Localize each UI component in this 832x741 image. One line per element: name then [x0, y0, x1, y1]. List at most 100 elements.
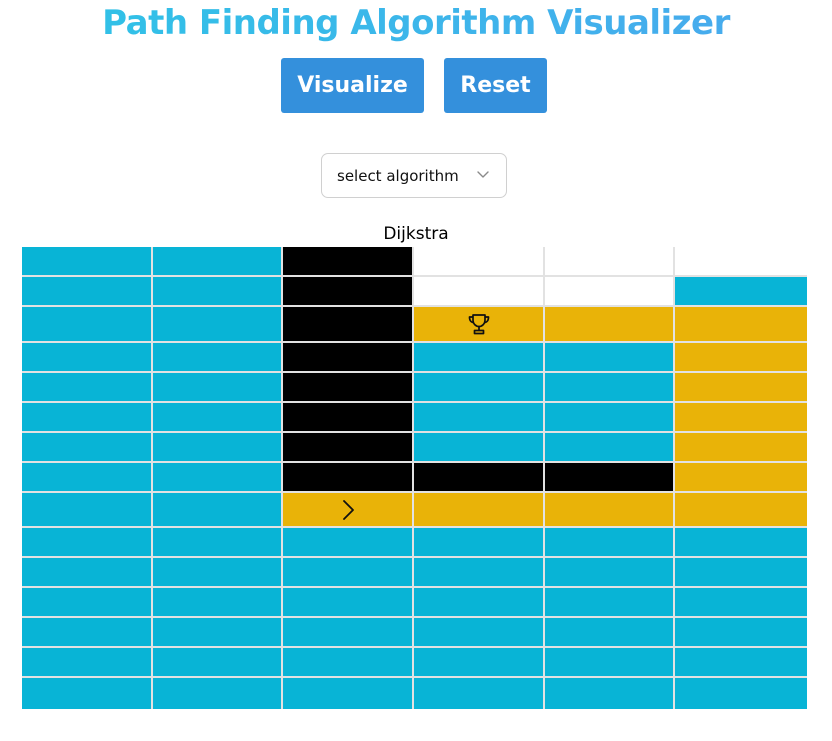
grid-cell-unvisited[interactable]: [22, 307, 151, 341]
grid-cell-empty[interactable]: [414, 247, 543, 275]
grid-cell-unvisited[interactable]: [22, 247, 151, 275]
grid-cell-unvisited[interactable]: [545, 433, 673, 461]
grid-cell-path[interactable]: [675, 433, 807, 461]
grid-cell-unvisited[interactable]: [153, 463, 281, 491]
grid-cell-unvisited[interactable]: [153, 307, 281, 341]
grid-cell-unvisited[interactable]: [22, 588, 151, 616]
grid-cell-path[interactable]: [414, 493, 543, 526]
grid-cell-unvisited[interactable]: [153, 433, 281, 461]
grid-cell-empty[interactable]: [545, 247, 673, 275]
grid-cell-wall[interactable]: [283, 403, 412, 431]
grid-cell-wall[interactable]: [545, 463, 673, 491]
grid-cell-unvisited[interactable]: [414, 403, 543, 431]
grid-cell-wall[interactable]: [283, 277, 412, 305]
grid-cell-unvisited[interactable]: [545, 373, 673, 401]
grid-cell-unvisited[interactable]: [22, 678, 151, 709]
grid-cell-unvisited[interactable]: [675, 558, 807, 586]
page-title: Path Finding Algorithm Visualizer: [0, 2, 832, 44]
grid-cell-unvisited[interactable]: [545, 403, 673, 431]
algorithm-select[interactable]: select algorithm: [321, 153, 507, 198]
grid-cell-unvisited[interactable]: [414, 648, 543, 676]
grid-cell-unvisited[interactable]: [22, 277, 151, 305]
grid-cell-unvisited[interactable]: [153, 678, 281, 709]
algorithm-label: Dijkstra: [383, 224, 449, 244]
grid-cell-unvisited[interactable]: [153, 588, 281, 616]
grid-cell-unvisited[interactable]: [414, 618, 543, 646]
grid-cell-unvisited[interactable]: [153, 528, 281, 556]
grid-cell-unvisited[interactable]: [545, 678, 673, 709]
grid-cell-start-node[interactable]: [283, 493, 412, 526]
grid-cell-unvisited[interactable]: [22, 433, 151, 461]
grid-cell-wall[interactable]: [283, 463, 412, 491]
reset-button[interactable]: Reset: [444, 58, 547, 113]
visualize-button[interactable]: Visualize: [281, 58, 424, 113]
grid-cell-unvisited[interactable]: [414, 678, 543, 709]
trophy-icon: [466, 311, 492, 337]
grid-cell-unvisited[interactable]: [283, 648, 412, 676]
grid-cell-path[interactable]: [675, 493, 807, 526]
grid-cell-unvisited[interactable]: [153, 277, 281, 305]
grid-cell-unvisited[interactable]: [675, 277, 807, 305]
grid-cell-empty[interactable]: [675, 247, 807, 275]
grid-cell-unvisited[interactable]: [414, 588, 543, 616]
grid-cell-wall[interactable]: [283, 343, 412, 371]
grid-cell-unvisited[interactable]: [22, 528, 151, 556]
grid-cell-unvisited[interactable]: [545, 618, 673, 646]
grid-cell-path[interactable]: [675, 373, 807, 401]
grid-cell-unvisited[interactable]: [283, 618, 412, 646]
grid-cell-unvisited[interactable]: [675, 648, 807, 676]
grid-cell-path[interactable]: [675, 463, 807, 491]
grid-cell-unvisited[interactable]: [675, 528, 807, 556]
grid-cell-unvisited[interactable]: [22, 558, 151, 586]
grid-cell-unvisited[interactable]: [153, 558, 281, 586]
grid-cell-wall[interactable]: [283, 247, 412, 275]
grid-cell-unvisited[interactable]: [22, 373, 151, 401]
grid-cell-unvisited[interactable]: [414, 528, 543, 556]
grid-cell-unvisited[interactable]: [283, 558, 412, 586]
grid-cell-unvisited[interactable]: [22, 618, 151, 646]
grid-cell-unvisited[interactable]: [675, 618, 807, 646]
grid-cell-unvisited[interactable]: [22, 493, 151, 526]
chevron-right-icon: [335, 497, 361, 523]
grid-cell-unvisited[interactable]: [545, 558, 673, 586]
grid-cell-unvisited[interactable]: [153, 648, 281, 676]
grid-cell-path[interactable]: [545, 307, 673, 341]
grid-cell-unvisited[interactable]: [545, 343, 673, 371]
grid-cell-unvisited[interactable]: [153, 493, 281, 526]
grid-cell-unvisited[interactable]: [22, 403, 151, 431]
grid-cell-unvisited[interactable]: [153, 618, 281, 646]
grid-cell-unvisited[interactable]: [283, 528, 412, 556]
grid-cell-wall[interactable]: [283, 433, 412, 461]
grid-cell-empty[interactable]: [545, 277, 673, 305]
grid-cell-wall[interactable]: [283, 373, 412, 401]
grid-cell-unvisited[interactable]: [675, 678, 807, 709]
grid-cell-unvisited[interactable]: [545, 648, 673, 676]
grid-cell-unvisited[interactable]: [22, 648, 151, 676]
grid-cell-unvisited[interactable]: [153, 403, 281, 431]
grid-cell-unvisited[interactable]: [545, 528, 673, 556]
grid-cell-path[interactable]: [545, 493, 673, 526]
algorithm-select-value: select algorithm: [337, 167, 459, 185]
grid-cell-empty[interactable]: [414, 277, 543, 305]
grid-cell-wall[interactable]: [283, 307, 412, 341]
grid-cell-unvisited[interactable]: [153, 373, 281, 401]
grid-cell-unvisited[interactable]: [414, 373, 543, 401]
grid-cell-unvisited[interactable]: [22, 343, 151, 371]
grid-cell-path[interactable]: [675, 403, 807, 431]
grid-cell-unvisited[interactable]: [414, 343, 543, 371]
grid-cell-unvisited[interactable]: [153, 343, 281, 371]
grid-cell-unvisited[interactable]: [675, 588, 807, 616]
grid-cell-unvisited[interactable]: [283, 588, 412, 616]
grid-cell-unvisited[interactable]: [545, 588, 673, 616]
grid-cell-path[interactable]: [675, 307, 807, 341]
grid-cell-unvisited[interactable]: [22, 463, 151, 491]
grid-cell-unvisited[interactable]: [414, 433, 543, 461]
grid-cell-unvisited[interactable]: [153, 247, 281, 275]
grid-cell-unvisited[interactable]: [414, 558, 543, 586]
grid-board: [22, 247, 807, 709]
grid-cell-target-node[interactable]: [414, 307, 543, 341]
chevron-down-icon: [477, 171, 489, 178]
grid-cell-unvisited[interactable]: [283, 678, 412, 709]
grid-cell-path[interactable]: [675, 343, 807, 371]
grid-cell-wall[interactable]: [414, 463, 543, 491]
